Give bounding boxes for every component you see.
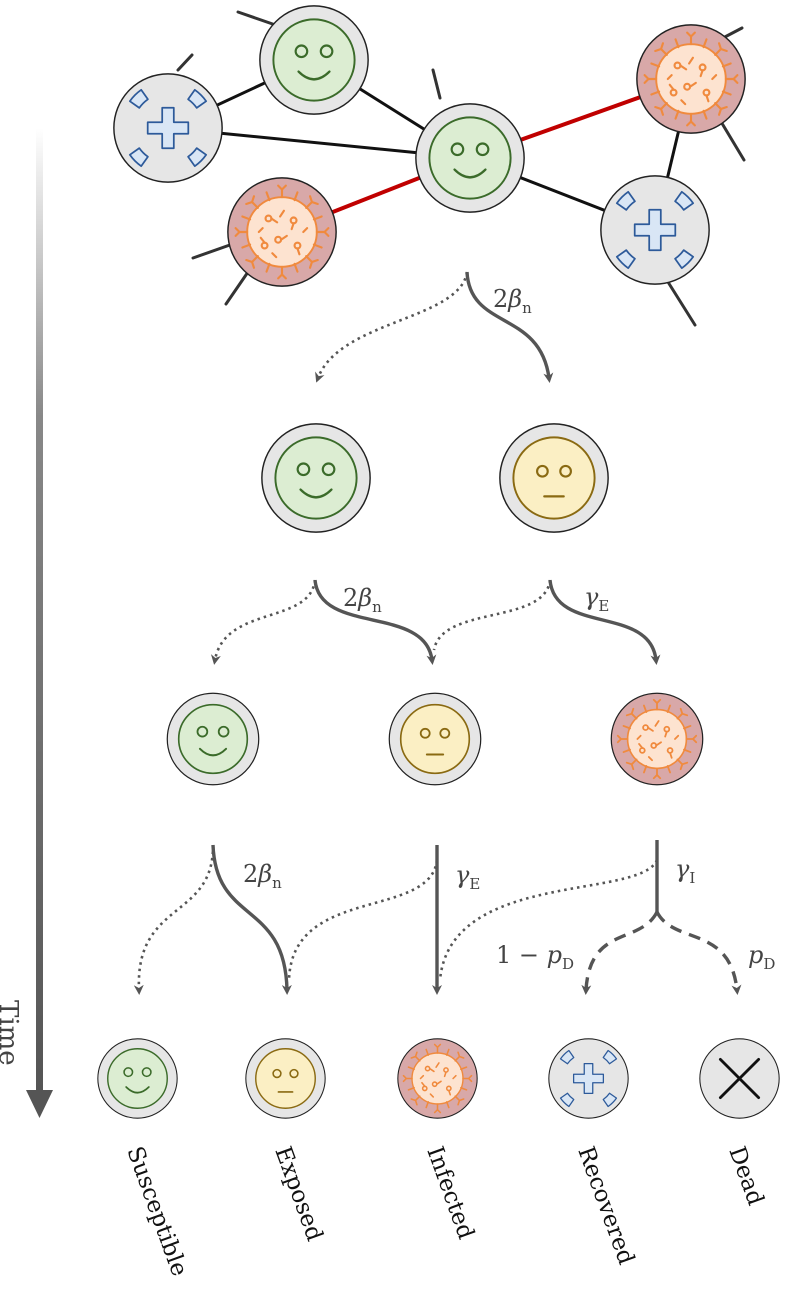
time-arrow-shaft bbox=[36, 128, 43, 1090]
infected-label: Infected bbox=[421, 1143, 479, 1243]
step3-transitions bbox=[133, 840, 742, 995]
susceptible-state-icon bbox=[96, 1037, 179, 1120]
exposed-label: Exposed bbox=[269, 1143, 327, 1245]
gamma-e-label-2: γE bbox=[455, 861, 480, 893]
row3-susceptible-node bbox=[166, 692, 260, 786]
infected-state-icon bbox=[397, 1038, 478, 1119]
infection-arrow bbox=[465, 271, 554, 383]
pd-label: pD bbox=[748, 941, 775, 973]
time-arrow-head bbox=[26, 1090, 53, 1118]
network-central-susceptible-node bbox=[414, 102, 526, 214]
network-infected-node bbox=[226, 176, 338, 288]
step2-transitions bbox=[210, 579, 661, 665]
gamma-i-label: γI bbox=[675, 855, 695, 887]
gamma-e-label-1: γE bbox=[584, 583, 609, 615]
beta-label-3: 2βn bbox=[243, 860, 282, 892]
row3-exposed-node bbox=[388, 692, 482, 786]
recovered-label: Recovered bbox=[572, 1143, 639, 1268]
susceptible-label: Susceptible bbox=[121, 1143, 192, 1280]
dead-state-icon bbox=[698, 1037, 781, 1120]
network-recovered-node bbox=[599, 174, 711, 286]
beta-label-2: 2βn bbox=[343, 584, 382, 616]
contact-network bbox=[112, 4, 747, 327]
dead-label: Dead bbox=[723, 1143, 768, 1209]
time-label: Time bbox=[0, 1000, 23, 1066]
recovered-state-icon bbox=[548, 1038, 629, 1119]
stay-susceptible-arrow bbox=[315, 271, 469, 383]
network-recovered-node bbox=[112, 72, 224, 184]
row2-susceptible-node bbox=[260, 422, 372, 534]
time-axis: Time bbox=[0, 128, 53, 1118]
row3-infected-node bbox=[610, 692, 704, 786]
row2-exposed-node bbox=[498, 422, 610, 534]
exposed-state-icon bbox=[244, 1037, 327, 1120]
network-susceptible-node bbox=[258, 4, 370, 116]
one-minus-pd-label: 1 − pD bbox=[496, 941, 574, 973]
beta-label-1: 2βn bbox=[493, 285, 532, 317]
network-infected-node bbox=[635, 23, 747, 135]
step1-transitions bbox=[315, 271, 554, 383]
